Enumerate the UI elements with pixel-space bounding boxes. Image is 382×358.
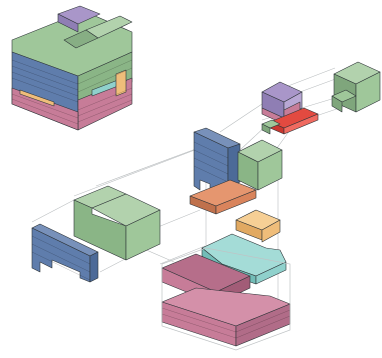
far-green-block [332, 62, 380, 112]
left-blue-side [90, 252, 98, 282]
upper-cluster [262, 82, 318, 134]
assembled-yellow-post [116, 70, 126, 96]
assembled-massing [12, 6, 132, 130]
